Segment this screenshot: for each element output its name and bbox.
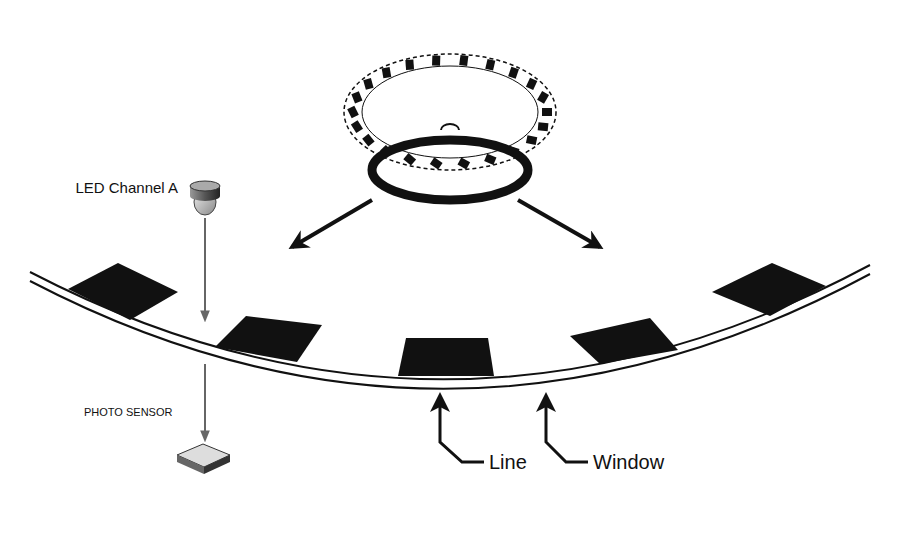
disk-notch [351, 91, 362, 103]
disk-notch [430, 157, 443, 169]
disk-notch [362, 134, 374, 147]
disk-notch [351, 120, 363, 133]
label: LED Channel A [75, 180, 178, 197]
disk-notch [508, 67, 519, 79]
disk-notch [347, 106, 359, 119]
disk-notch [405, 59, 414, 70]
disk-notch [363, 78, 373, 90]
encoder-disk [344, 54, 556, 170]
zoom-arrow [518, 200, 600, 247]
disk-notch [542, 108, 552, 116]
disk-notch [403, 153, 416, 166]
disk-notch [526, 135, 537, 145]
disk-notch [457, 158, 470, 170]
label: Window [593, 451, 664, 473]
magnifier-ring [372, 140, 528, 200]
disk-notch [459, 55, 468, 66]
disk-notch [484, 154, 496, 165]
label: PHOTO SENSOR [84, 406, 172, 418]
disk-notch [485, 59, 495, 71]
zoom-arrow [292, 200, 372, 247]
disk-notch [382, 67, 392, 78]
disk-notch [537, 91, 549, 104]
light-beam [204, 218, 206, 320]
led [190, 181, 220, 215]
disk-lines [68, 263, 826, 376]
photo-sensor [177, 444, 230, 474]
disk-notch [526, 78, 537, 90]
label: Line [489, 451, 527, 473]
leader-arrowhead [430, 392, 556, 412]
light-beam [204, 364, 206, 440]
disk-notch [538, 122, 549, 131]
disk-notch [432, 55, 440, 65]
